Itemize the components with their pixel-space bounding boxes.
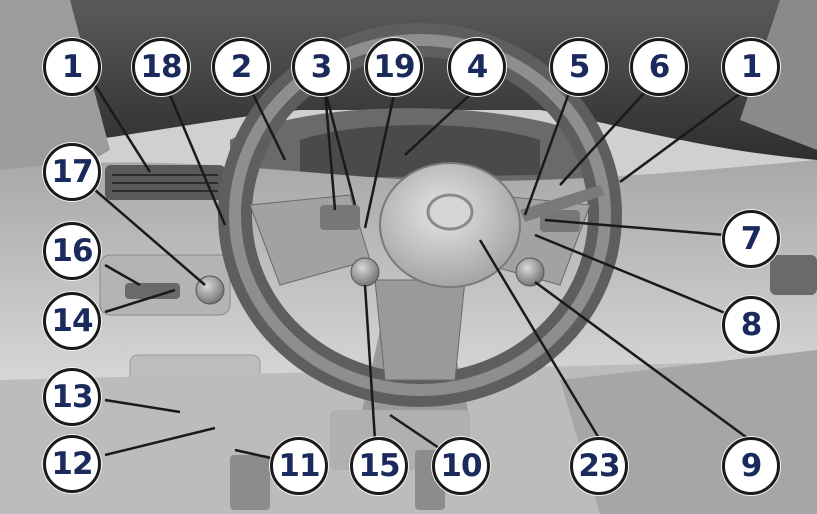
- callout-1: 1: [43, 38, 101, 96]
- leader-lines: [95, 85, 750, 460]
- callout-12: 12: [43, 435, 101, 493]
- callout-16: 16: [43, 222, 101, 280]
- callout-4: 4: [448, 38, 506, 96]
- leader-line-23: [480, 240, 600, 440]
- callout-3: 3: [292, 38, 350, 96]
- leader-line-2: [250, 88, 285, 160]
- leader-line-12: [105, 428, 215, 455]
- leader-line-4: [405, 90, 475, 155]
- leader-line-1a: [95, 85, 150, 172]
- leader-line-19: [365, 90, 395, 228]
- leader-line-16: [105, 265, 140, 285]
- callout-8: 8: [722, 296, 780, 354]
- callout-1-right: 1: [722, 38, 780, 96]
- callout-18: 18: [132, 38, 190, 96]
- leader-line-5: [525, 90, 570, 215]
- callout-13: 13: [43, 368, 101, 426]
- callout-19: 19: [365, 38, 423, 96]
- callout-2: 2: [212, 38, 270, 96]
- callout-14: 14: [43, 292, 101, 350]
- leader-line-7: [545, 220, 725, 235]
- callout-23: 23: [570, 437, 628, 495]
- leader-line-6: [560, 92, 645, 185]
- callout-5: 5: [550, 38, 608, 96]
- callout-15: 15: [350, 437, 408, 495]
- leader-line-15: [365, 285, 375, 440]
- callout-17: 17: [43, 143, 101, 201]
- leader-line-18: [170, 95, 225, 225]
- leader-line-14: [105, 290, 175, 312]
- leader-line-9: [535, 282, 750, 440]
- leader-line-1b: [620, 90, 745, 182]
- callout-9: 9: [722, 437, 780, 495]
- callout-7: 7: [722, 210, 780, 268]
- callout-10: 10: [432, 437, 490, 495]
- leader-line-17: [95, 190, 205, 285]
- leader-line-13: [105, 400, 180, 412]
- callout-11: 11: [270, 437, 328, 495]
- callout-6: 6: [630, 38, 688, 96]
